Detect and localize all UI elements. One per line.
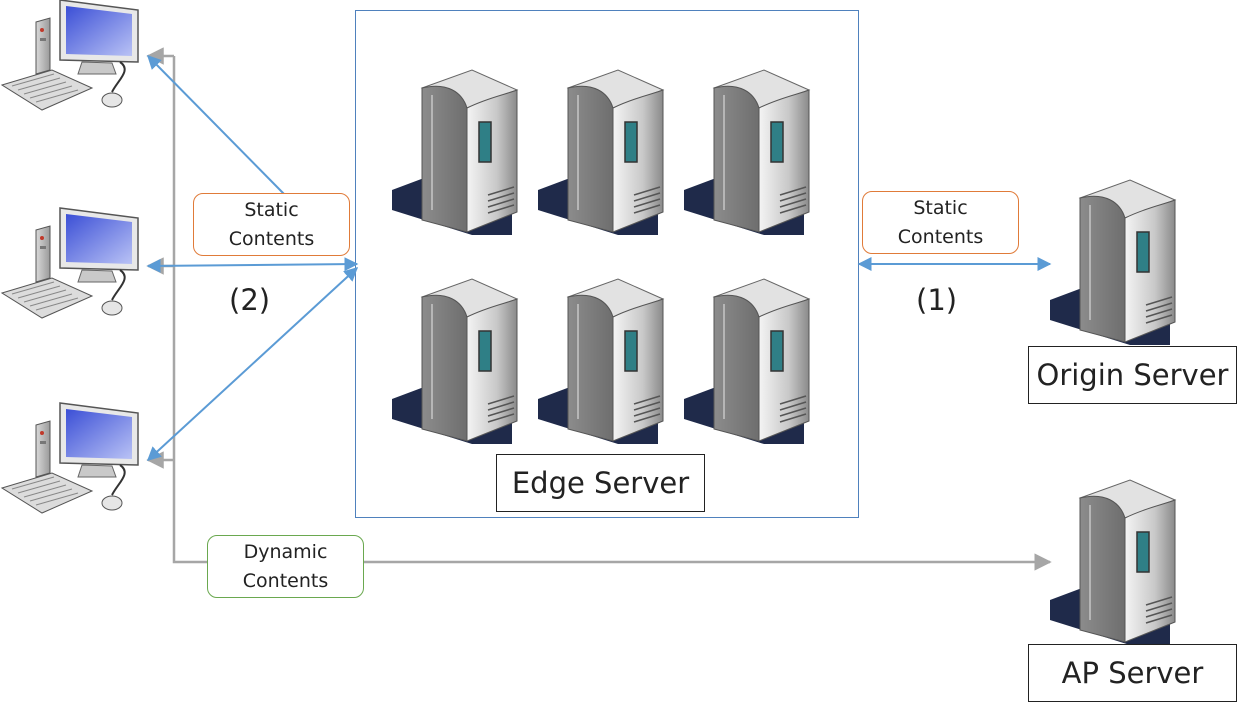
ap-server-icon: [1049, 479, 1176, 646]
arrow-client-3-edge: [146, 267, 359, 461]
static-contents-label-left-line2: Contents: [228, 228, 315, 250]
edge-server-icon: [683, 278, 810, 445]
static-contents-label-right-line2: Contents: [897, 226, 984, 248]
client-computer-icon: [1, 0, 139, 111]
static-contents-label-left-line1: Static: [244, 199, 299, 221]
edge-server-icon: [537, 69, 664, 236]
static-content-arrows: [146, 55, 1052, 461]
edge-server-icon: [683, 69, 810, 236]
edge-server-label: Edge Server: [496, 454, 705, 512]
static-contents-label-left: Static Contents: [193, 193, 350, 256]
static-contents-label-right: Static Contents: [862, 191, 1019, 254]
origin-server-label: Origin Server: [1028, 346, 1237, 404]
client-computer-icon: [1, 402, 139, 514]
dynamic-contents-label-line1: Dynamic: [243, 541, 328, 563]
static-contents-label-right-line1: Static: [913, 197, 968, 219]
edge-server-icon: [391, 278, 518, 445]
client-computer-icon: [1, 207, 139, 319]
ap-server-label: AP Server: [1028, 644, 1237, 702]
arrow-client-2-edge: [146, 257, 359, 273]
dynamic-contents-label: Dynamic Contents: [207, 535, 364, 598]
step-1-label: (1): [916, 283, 958, 317]
origin-server-icon: [1049, 179, 1176, 346]
step-2-label: (2): [229, 283, 271, 317]
arrow-to-client-1: [147, 55, 286, 196]
dynamic-contents-label-line2: Contents: [242, 570, 329, 592]
edge-server-icon: [537, 278, 664, 445]
edge-server-icon: [391, 69, 518, 236]
